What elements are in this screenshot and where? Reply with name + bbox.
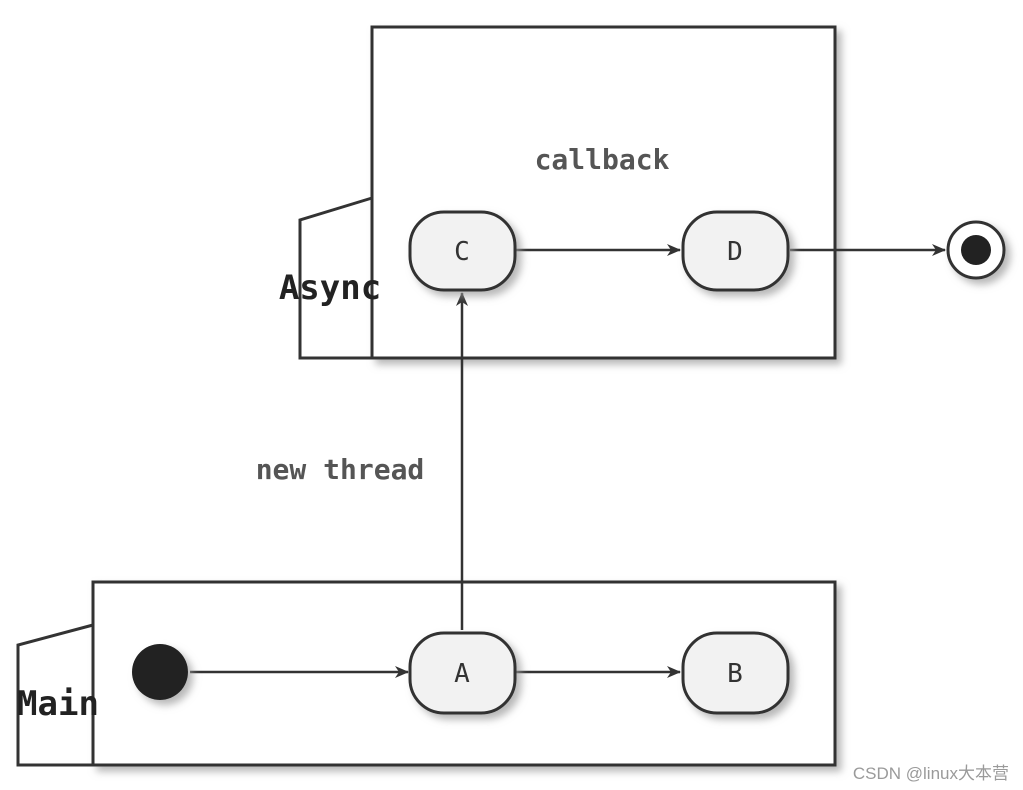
node-d: D (681, 210, 790, 292)
node-d-label: D (727, 237, 743, 267)
async-frame (298, 25, 837, 360)
node-a: A (408, 631, 517, 715)
main-frame-label: Main (17, 684, 99, 724)
node-a-label: A (454, 659, 470, 689)
watermark: CSDN @linux大本营 (852, 764, 1009, 783)
node-b: B (681, 631, 790, 715)
node-c: C (408, 210, 517, 292)
node-c-label: C (454, 237, 470, 267)
end-node (946, 220, 1006, 280)
async-frame-label: Async (279, 268, 381, 308)
start-node (132, 644, 188, 700)
node-b-label: B (727, 659, 743, 689)
callback-note: callback (535, 143, 670, 176)
new-thread-label: new thread (256, 453, 425, 486)
